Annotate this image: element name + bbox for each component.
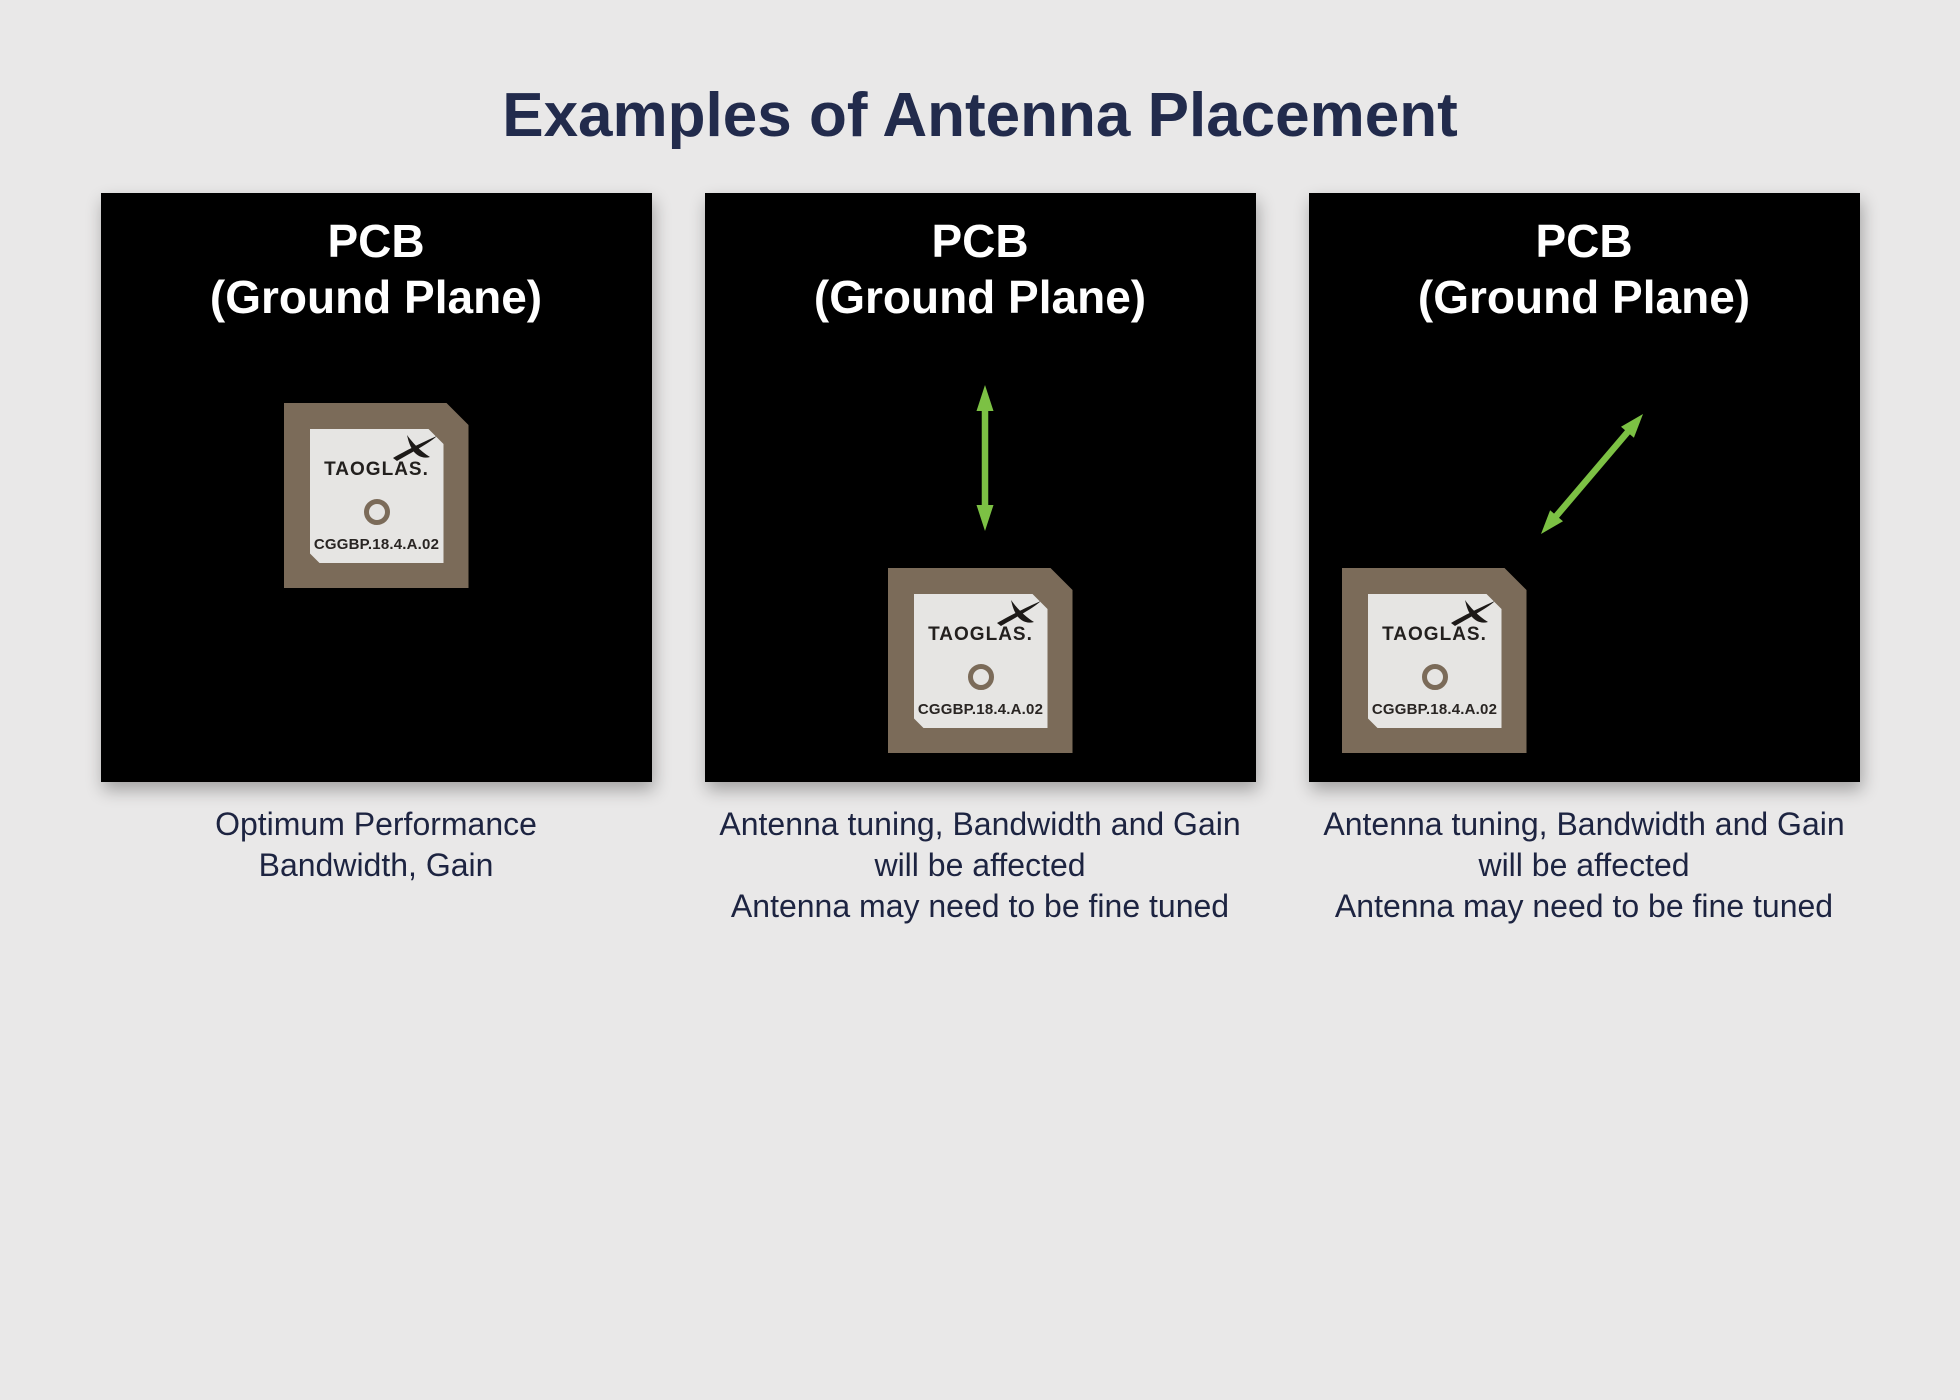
part-number-label: CGGBP.18.4.A.02 xyxy=(313,536,440,553)
panel-caption: Optimum Performance Bandwidth, Gain xyxy=(101,804,652,886)
part-number-label: CGGBP.18.4.A.02 xyxy=(1371,701,1498,718)
caption-line: will be affected xyxy=(1478,847,1690,883)
panel-caption: Antenna tuning, Bandwidth and Gain will … xyxy=(1309,804,1860,927)
antenna-feed-hole xyxy=(363,499,390,525)
spacing-arrow-diagonal-icon xyxy=(1540,414,1643,534)
pcb-board-title-line1: PCB xyxy=(931,215,1029,267)
taoglas-swallow-icon xyxy=(1450,600,1495,626)
antenna-label: TAOGLAS. CGGBP.18.4.A.02 xyxy=(309,429,444,563)
panel-row: PCB (Ground Plane) TAOGLAS. CGGBP.18.4.A… xyxy=(0,193,1960,927)
antenna-module: TAOGLAS. CGGBP.18.4.A.02 xyxy=(887,568,1073,753)
antenna-label: TAOGLAS. CGGBP.18.4.A.02 xyxy=(913,594,1048,728)
caption-line: will be affected xyxy=(874,847,1086,883)
pcb-board-title-line2: (Ground Plane) xyxy=(209,271,543,323)
pcb-ground-plane: PCB (Ground Plane) TAOGLAS. CGGBP.18.4.A… xyxy=(100,193,652,782)
pcb-ground-plane: PCB (Ground Plane) TAOGLAS. CGGBP.18.4.A… xyxy=(1308,193,1860,782)
taoglas-swallow-icon xyxy=(392,435,437,461)
pcb-board-title-line2: (Ground Plane) xyxy=(813,271,1147,323)
antenna-module: TAOGLAS. CGGBP.18.4.A.02 xyxy=(1341,568,1527,753)
antenna-feed-hole xyxy=(1421,664,1448,690)
pcb-board-title-line1: PCB xyxy=(327,215,425,267)
panel-caption: Antenna tuning, Bandwidth and Gain will … xyxy=(705,804,1256,927)
caption-line: Bandwidth, Gain xyxy=(258,847,494,883)
antenna-feed-hole xyxy=(967,664,994,690)
caption-line: Antenna tuning, Bandwidth and Gain xyxy=(1323,806,1845,842)
brand-wordmark: TAOGLAS. xyxy=(324,459,429,480)
pcb-board-title: PCB (Ground Plane) xyxy=(101,213,652,325)
antenna-label: TAOGLAS. CGGBP.18.4.A.02 xyxy=(1367,594,1502,728)
pcb-board-title-line1: PCB xyxy=(1535,215,1633,267)
caption-line: Antenna tuning, Bandwidth and Gain xyxy=(719,806,1241,842)
pcb-ground-plane: PCB (Ground Plane) TAOGLAS. CGGBP.18.4.A… xyxy=(704,193,1256,782)
part-number-label: CGGBP.18.4.A.02 xyxy=(917,701,1044,718)
panel-optimum: PCB (Ground Plane) TAOGLAS. CGGBP.18.4.A… xyxy=(100,193,652,927)
brand-wordmark: TAOGLAS. xyxy=(1382,624,1487,645)
brand-wordmark: TAOGLAS. xyxy=(928,624,1033,645)
pcb-board-title: PCB (Ground Plane) xyxy=(1309,213,1860,325)
pcb-board-title-line2: (Ground Plane) xyxy=(1417,271,1751,323)
spacing-arrow-vertical-icon xyxy=(976,385,993,531)
taoglas-swallow-icon xyxy=(996,600,1041,626)
caption-line: Antenna may need to be fine tuned xyxy=(1334,888,1834,924)
caption-line: Antenna may need to be fine tuned xyxy=(730,888,1230,924)
page-title: Examples of Antenna Placement xyxy=(502,81,1458,150)
panel-bottom-left: PCB (Ground Plane) TAOGLAS. CGGBP.18.4.A… xyxy=(1308,193,1860,927)
panel-bottom-center: PCB (Ground Plane) TAOGLAS. CGGBP.18.4.A… xyxy=(704,193,1256,927)
caption-line: Optimum Performance xyxy=(215,806,537,842)
antenna-module: TAOGLAS. CGGBP.18.4.A.02 xyxy=(283,403,469,588)
pcb-board-title: PCB (Ground Plane) xyxy=(705,213,1256,325)
